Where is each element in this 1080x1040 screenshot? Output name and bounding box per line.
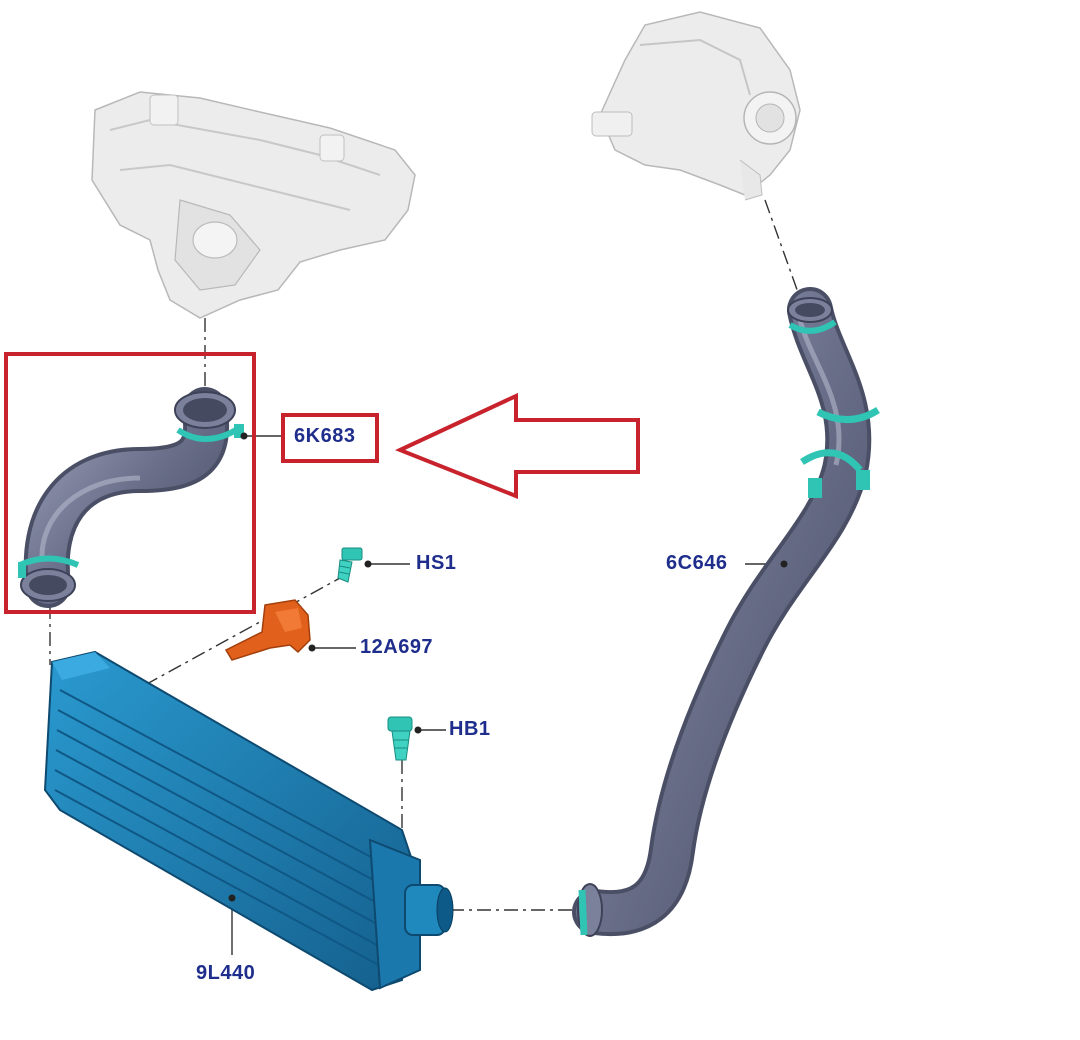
highlight-box-label bbox=[281, 413, 379, 463]
intercooler-icon bbox=[43, 650, 454, 992]
label-hs1: HS1 bbox=[416, 552, 457, 574]
highlight-box-part bbox=[4, 352, 256, 614]
charge-air-hose-6k683 bbox=[18, 387, 248, 608]
bracket-12a697-icon bbox=[224, 599, 316, 661]
label-hb1: HB1 bbox=[449, 718, 491, 740]
label-12a697: 12A697 bbox=[360, 636, 434, 658]
label-9l440: 9L440 bbox=[196, 962, 256, 984]
turbocharger-icon bbox=[591, 11, 801, 201]
arrow-left-icon bbox=[394, 392, 640, 499]
label-6c646: 6C646 bbox=[666, 552, 728, 574]
label-6k683: 6K683 bbox=[294, 425, 356, 447]
charge-air-hose-6c646 bbox=[572, 287, 880, 937]
bolt-hs1-icon bbox=[337, 547, 372, 583]
intake-manifold-icon bbox=[91, 91, 416, 319]
bolt-hb1-icon bbox=[387, 716, 422, 761]
